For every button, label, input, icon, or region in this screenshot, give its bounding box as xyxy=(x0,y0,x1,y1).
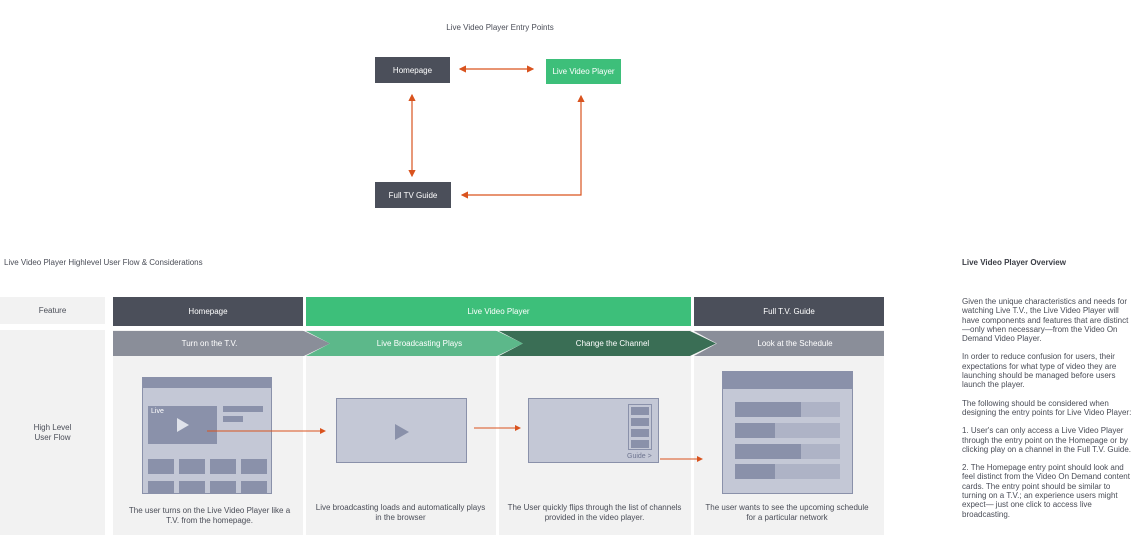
wire-header-bar xyxy=(143,378,271,388)
guide-tag: Guide > xyxy=(627,453,652,460)
schedule-row-fill xyxy=(735,444,801,459)
overview-paragraph-4: 1. User's can only access a Live Video P… xyxy=(962,426,1131,454)
overview-text: Given the unique characteristics and nee… xyxy=(962,297,1136,528)
player-wireframe xyxy=(336,398,467,463)
feature-full-tv-guide: Full T.V. Guide xyxy=(694,297,884,326)
homepage-wireframe: Live xyxy=(142,377,272,494)
schedule-row xyxy=(735,444,840,459)
live-tag: Live xyxy=(151,408,164,415)
feature-label-cell: Feature xyxy=(0,297,105,324)
schedule-row xyxy=(735,402,840,417)
schedule-row-fill xyxy=(735,402,801,417)
user-flow-label: High Level User Flow xyxy=(33,422,72,442)
channel-item xyxy=(631,429,649,437)
live-video-player-node: Live Video Player xyxy=(546,59,621,84)
schedule-row xyxy=(735,423,840,438)
play-icon xyxy=(177,418,189,432)
caption-1: The user turns on the Live Video Player … xyxy=(128,506,291,525)
wire-card xyxy=(179,481,205,493)
wire-text-line xyxy=(223,416,243,422)
full-tv-guide-node: Full TV Guide xyxy=(375,182,451,208)
wire-card xyxy=(148,481,174,493)
step-label-2: Live Broadcasting Plays xyxy=(376,339,463,348)
step-change-channel: Change the Channel xyxy=(499,331,716,356)
feature-homepage: Homepage xyxy=(113,297,303,326)
feature-live-video-player: Live Video Player xyxy=(306,297,691,326)
channel-item xyxy=(631,418,649,426)
caption-4: The user wants to see the upcoming sched… xyxy=(705,503,869,522)
step-live-broadcasting: Live Broadcasting Plays xyxy=(306,331,523,356)
channel-list xyxy=(628,404,652,450)
schedule-row-fill xyxy=(735,423,775,438)
flow-title: Live Video Player Highlevel User Flow & … xyxy=(4,258,203,267)
feature-label: Feature xyxy=(38,306,67,315)
wire-text-line xyxy=(223,406,263,412)
wire-card xyxy=(241,481,267,493)
step-turn-on-tv: Turn on the T.V. xyxy=(113,331,330,356)
play-icon xyxy=(395,424,409,440)
channel-wireframe: Guide > xyxy=(528,398,659,463)
channel-item xyxy=(631,440,649,448)
wire-card xyxy=(210,481,236,493)
step-label-3: Change the Channel xyxy=(575,339,650,348)
schedule-wireframe xyxy=(722,371,853,494)
caption-3: The User quickly flips through the list … xyxy=(507,503,682,522)
step-look-schedule: Look at the Schedule xyxy=(694,331,884,356)
user-flow-label-cell: High Level User Flow xyxy=(0,330,105,535)
overview-paragraph-2: In order to reduce confusion for users, … xyxy=(962,352,1117,390)
step-label-1: Turn on the T.V. xyxy=(181,339,238,348)
wire-card xyxy=(210,459,236,474)
overview-paragraph-5: 2. The Homepage entry point should look … xyxy=(962,463,1130,519)
overview-paragraph-1: Given the unique characteristics and nee… xyxy=(962,297,1129,344)
wire-header-bar xyxy=(723,372,852,389)
guide-live-arrow xyxy=(460,94,585,199)
live-video-thumb: Live xyxy=(148,406,217,444)
caption-2: Live broadcasting loads and automaticall… xyxy=(315,503,486,522)
step-label-4: Look at the Schedule xyxy=(757,339,833,348)
wire-card xyxy=(241,459,267,474)
wire-card xyxy=(179,459,205,474)
schedule-row xyxy=(735,464,840,479)
wire-card xyxy=(148,459,174,474)
schedule-row-fill xyxy=(735,464,775,479)
homepage-node: Homepage xyxy=(375,57,450,83)
channel-item xyxy=(631,407,649,415)
entry-points-title: Live Video Player Entry Points xyxy=(446,23,554,32)
overview-paragraph-3: The following should be considered when … xyxy=(962,398,1132,417)
overview-title: Live Video Player Overview xyxy=(962,258,1066,267)
